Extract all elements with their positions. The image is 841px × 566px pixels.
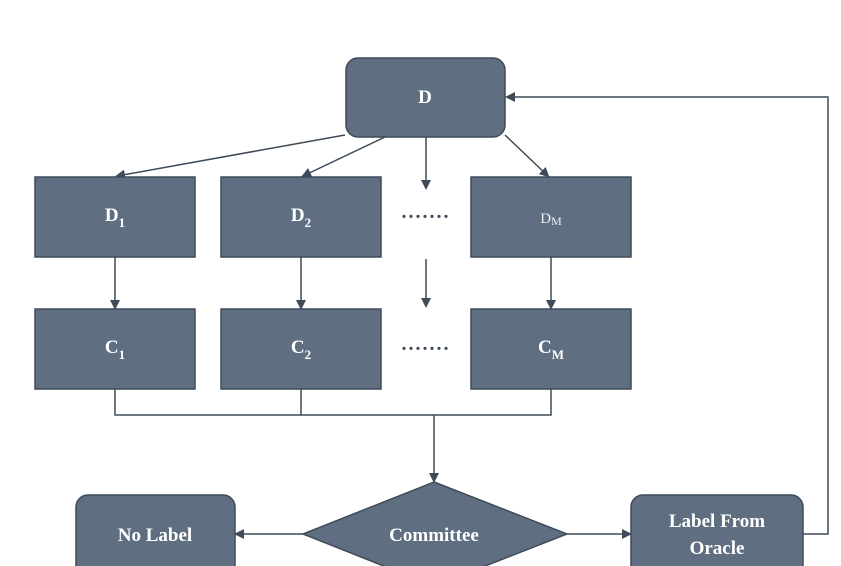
node-oracle-label-line2: Oracle: [690, 538, 745, 559]
edge-oracle-to-d: [505, 92, 829, 535]
node-root-label: D: [418, 87, 432, 108]
node-root-shape: [345, 57, 506, 138]
node-d1: D1: [34, 176, 196, 258]
node-c1-shape: [34, 308, 196, 390]
node-c2-label: C2: [291, 337, 311, 362]
node-c2-shape: [220, 308, 382, 390]
ellipsis-top: .......: [402, 201, 451, 223]
node-dm-shape: [470, 176, 632, 258]
node-d1-shape: [34, 176, 196, 258]
node-dm: DM: [470, 176, 632, 258]
node-oracle-label-line1: Label From: [669, 511, 765, 532]
node-root: D: [345, 57, 506, 138]
node-committee-label: Committee: [389, 525, 479, 546]
node-no-label-label: No Label: [118, 525, 192, 546]
ellipsis-bottom: .......: [402, 333, 451, 355]
node-d2: D2: [220, 176, 382, 258]
node-committee: Committee: [300, 481, 570, 566]
node-dm-label: DM: [540, 211, 562, 228]
node-cm: CM: [470, 308, 632, 390]
edge-d-to-dm: [504, 134, 550, 178]
node-c1-label: C1: [105, 337, 125, 362]
node-no-label-shape: [75, 494, 236, 566]
node-no-label: No Label: [75, 494, 236, 566]
edges: [110, 92, 829, 539]
node-cm-label: CM: [538, 337, 564, 362]
node-cm-shape: [470, 308, 632, 390]
node-oracle: Label From Oracle: [630, 494, 804, 566]
edge-classifier-merge: [114, 389, 552, 416]
node-c2: C2: [220, 308, 382, 390]
edge-d-to-d1: [115, 134, 346, 180]
node-d2-shape: [220, 176, 382, 258]
node-d1-label: D1: [105, 205, 125, 230]
node-committee-shape: [300, 481, 570, 566]
node-d2-label: D2: [291, 205, 311, 230]
edge-d-to-d2: [301, 136, 386, 178]
node-oracle-shape: [630, 494, 804, 566]
node-c1: C1: [34, 308, 196, 390]
